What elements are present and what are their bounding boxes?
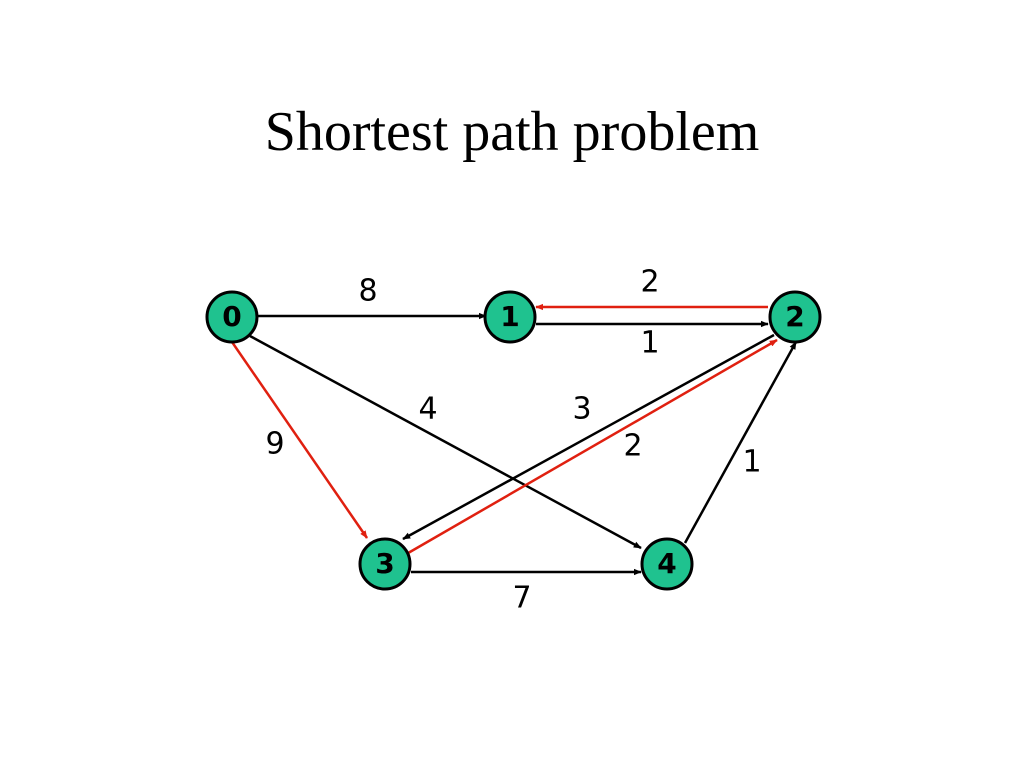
edge-4-to-2 <box>683 341 798 544</box>
node-label: 4 <box>657 547 676 580</box>
edge-weight-3-to-4: 7 <box>512 581 531 616</box>
node-circle <box>483 290 537 344</box>
edges-layer <box>230 303 798 576</box>
node-circle <box>768 290 822 344</box>
edge-weight-2-to-1: 2 <box>640 265 659 300</box>
node-4: 4 <box>640 537 694 591</box>
node-label: 2 <box>785 300 804 333</box>
edge-weight-3-to-2: 2 <box>623 429 642 464</box>
edge-weight-0-to-3: 9 <box>265 427 284 462</box>
node-0: 0 <box>205 290 259 344</box>
edge-weight-0-to-1: 8 <box>358 274 377 309</box>
edge-weight-2-to-3: 3 <box>572 392 591 427</box>
node-circle <box>205 290 259 344</box>
node-label: 0 <box>222 300 241 333</box>
node-circle <box>640 537 694 591</box>
slide-title: Shortest path problem <box>264 101 760 163</box>
node-label: 1 <box>500 300 519 333</box>
node-label: 3 <box>375 547 394 580</box>
edge-3-to-2 <box>402 338 778 558</box>
edge-0-to-3 <box>230 341 369 539</box>
node-2: 2 <box>768 290 822 344</box>
edge-weight-1-to-2: 1 <box>640 326 659 361</box>
node-3: 3 <box>358 537 412 591</box>
node-1: 1 <box>483 290 537 344</box>
edge-2-to-3 <box>402 333 775 541</box>
edge-0-to-4 <box>249 334 642 550</box>
node-circle <box>358 537 412 591</box>
edge-weight-0-to-4: 4 <box>418 392 437 427</box>
edge-weight-4-to-2: 1 <box>742 445 761 480</box>
